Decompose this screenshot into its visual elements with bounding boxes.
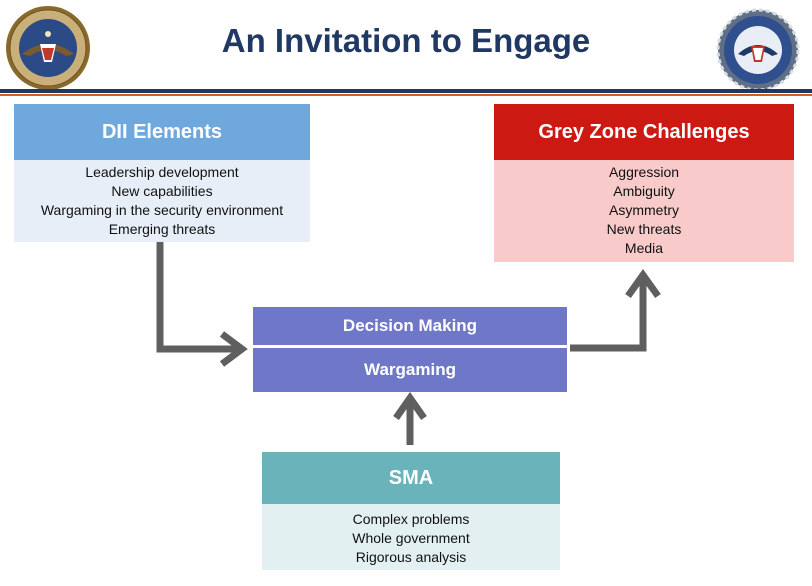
- dod-seal-icon: [6, 6, 90, 90]
- decision-making-label: Decision Making: [342, 316, 478, 335]
- sma-header: SMA: [262, 452, 560, 504]
- wargaming-box: Wargaming: [253, 348, 567, 392]
- dii-elements-title: DII Elements: [101, 120, 223, 143]
- sma-title: SMA: [388, 466, 434, 489]
- asd-ra-e-seal-icon: [716, 8, 800, 92]
- list-item: Ambiguity: [613, 183, 675, 199]
- title-accent-divider: [0, 94, 812, 96]
- list-item: New threats: [606, 221, 682, 237]
- dii-elements-list: Leadership development New capabilities …: [14, 160, 310, 242]
- list-item: Emerging threats: [108, 221, 216, 237]
- arrow-center-to-greyzone-head: [625, 268, 661, 299]
- list-item: Asymmetry: [609, 202, 679, 218]
- arrow-dii-to-center: [156, 242, 240, 353]
- arrow-center-to-greyzone: [570, 280, 647, 352]
- decision-making-box: Decision Making: [253, 307, 567, 345]
- list-item: Aggression: [608, 164, 680, 180]
- arrow-sma-to-center-head: [393, 391, 427, 421]
- grey-zone-title: Grey Zone Challenges: [538, 120, 750, 143]
- slide-title: An Invitation to Engage: [221, 22, 591, 59]
- list-item: Media: [624, 240, 664, 256]
- title-divider: [0, 89, 812, 93]
- list-item: Leadership development: [85, 164, 239, 180]
- dii-elements-header: DII Elements: [14, 104, 310, 160]
- arrow-dii-to-center-head: [219, 331, 248, 367]
- list-item: Wargaming in the security environment: [40, 202, 284, 218]
- grey-zone-header: Grey Zone Challenges: [494, 104, 794, 160]
- wargaming-label: Wargaming: [364, 360, 456, 379]
- list-item: Complex problems: [352, 511, 470, 527]
- grey-zone-list: Aggression Ambiguity Asymmetry New threa…: [494, 160, 794, 262]
- list-item: New capabilities: [111, 183, 213, 199]
- sma-list: Complex problems Whole government Rigoro…: [262, 504, 560, 570]
- list-item: Rigorous analysis: [355, 549, 467, 565]
- list-item: Whole government: [352, 530, 470, 546]
